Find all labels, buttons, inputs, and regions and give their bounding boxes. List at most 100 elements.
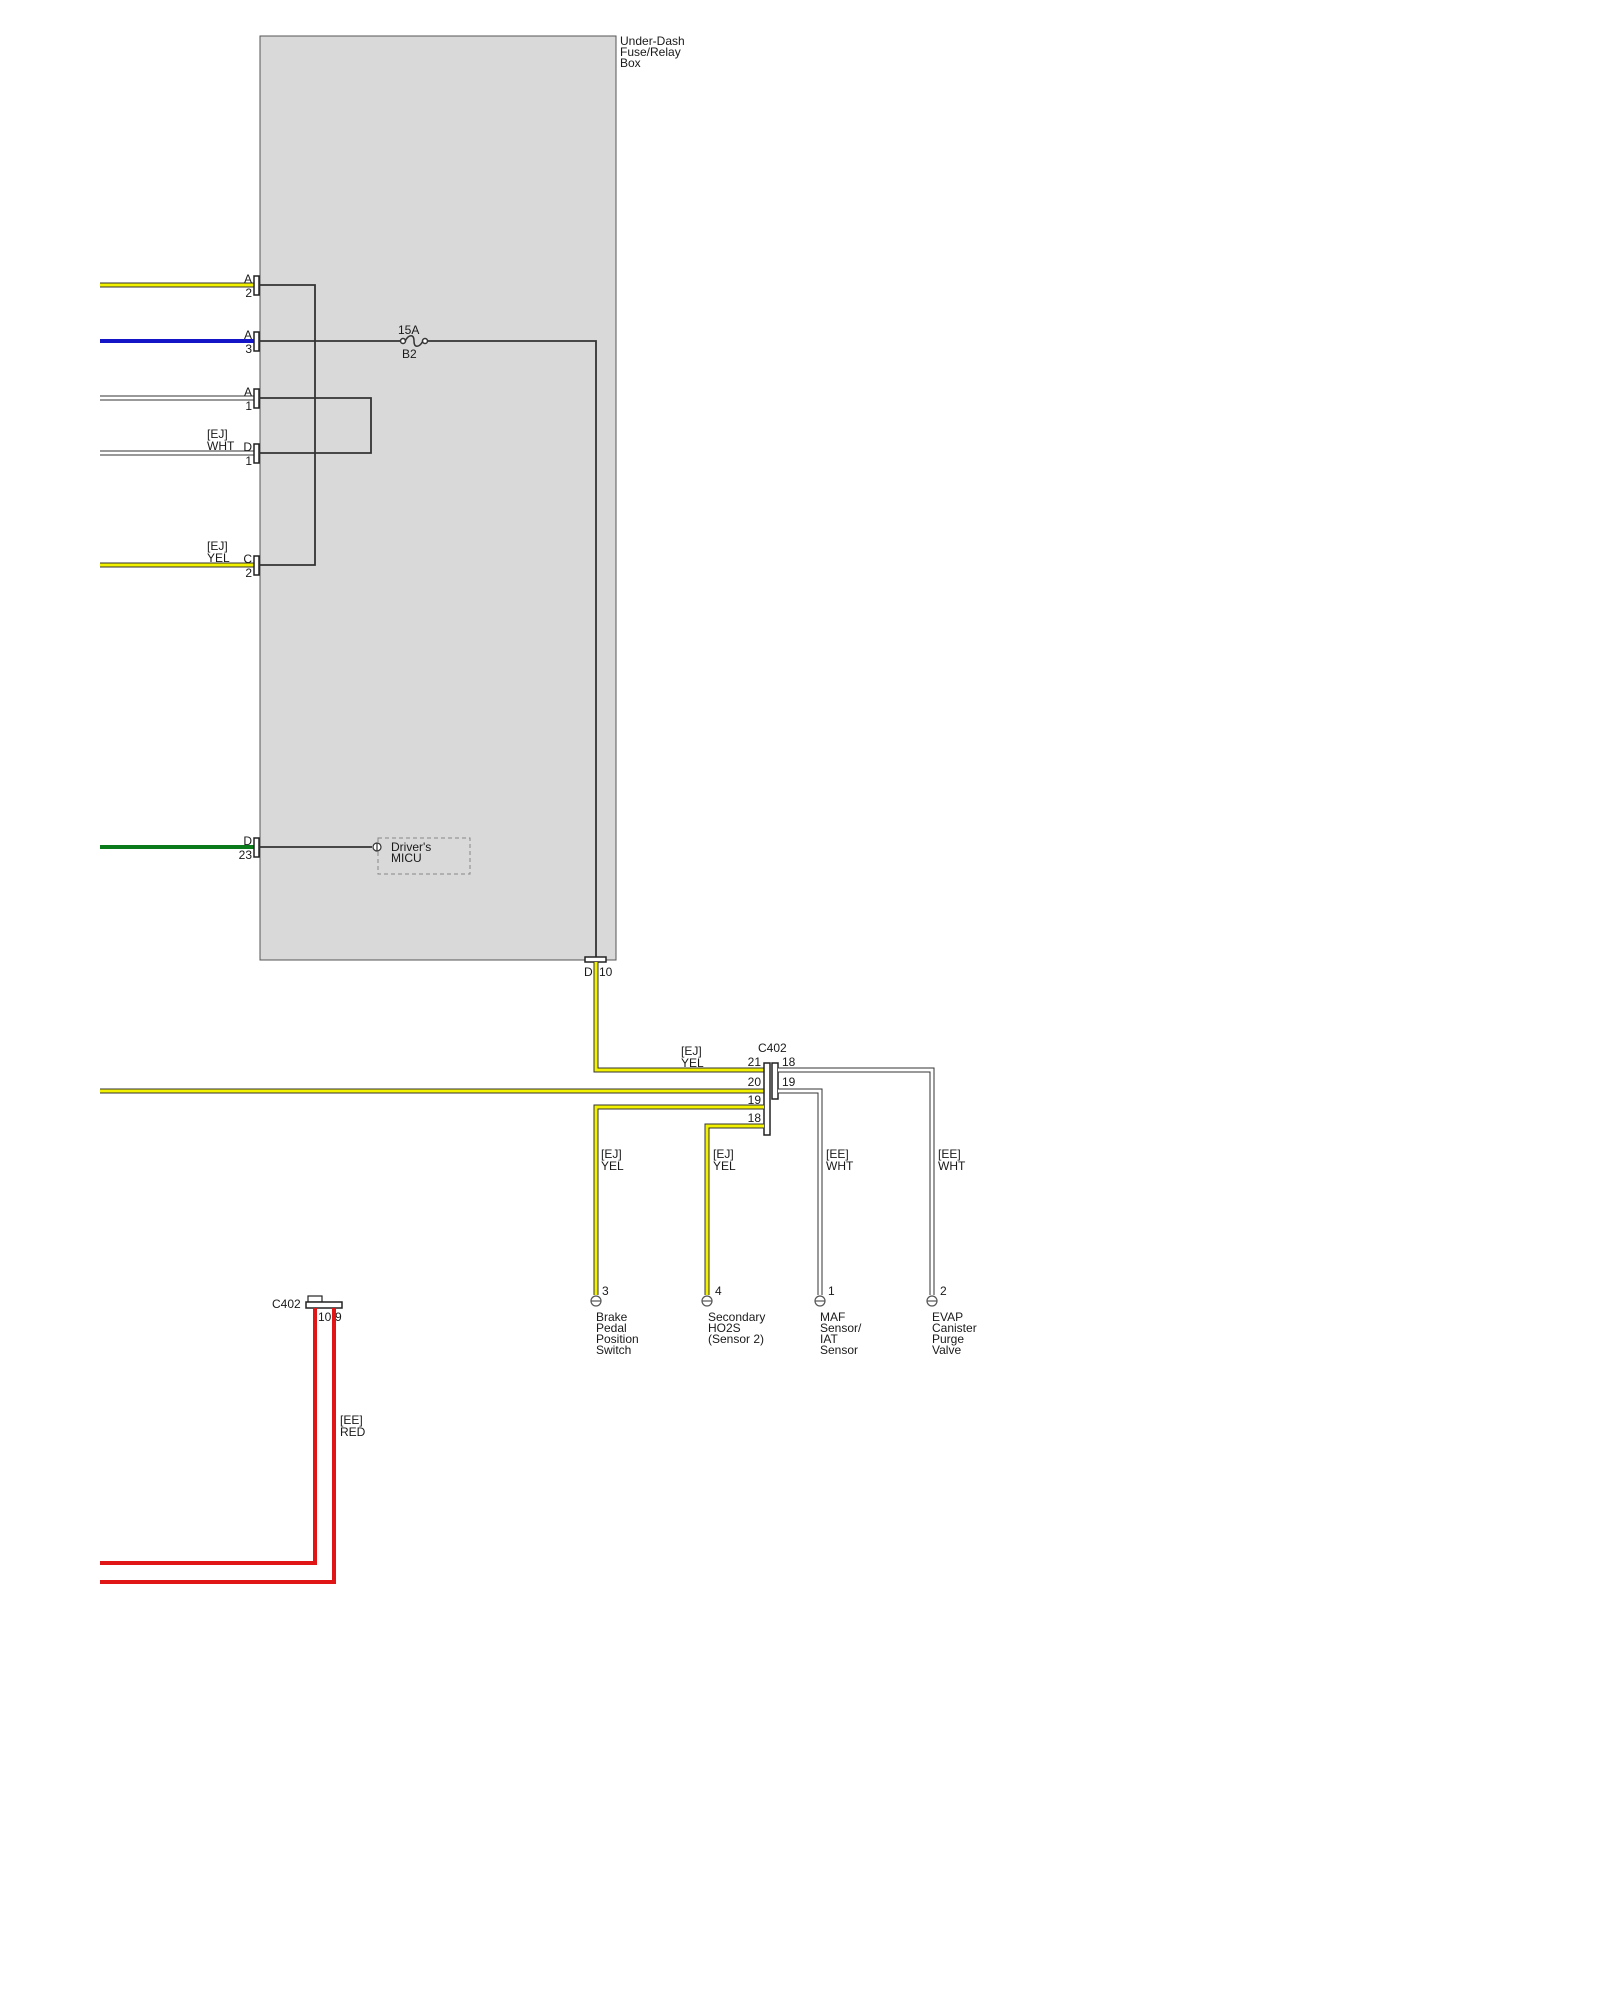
micu-box xyxy=(377,837,471,875)
evap-pin: 2 xyxy=(940,1284,947,1298)
connector-d1-code: [EJ] xyxy=(207,427,228,441)
fuse-id: B2 xyxy=(402,347,417,361)
fuse-b2: 15A B2 xyxy=(398,323,429,361)
brake-wire-color: YEL xyxy=(601,1159,624,1173)
connector-d23 xyxy=(253,837,260,858)
maf-label-4: Sensor xyxy=(820,1343,858,1357)
c402-upper-left-block xyxy=(763,1062,771,1136)
connector-c2-color: YEL xyxy=(207,551,230,565)
internal-fuse-to-d10 xyxy=(426,340,597,959)
brake-label-2: Pedal xyxy=(596,1321,627,1335)
internal-circuits xyxy=(259,284,597,959)
brake-wire-code: [EJ] xyxy=(601,1147,622,1161)
maf-label-2: Sensor/ xyxy=(820,1321,862,1335)
fuse-terminal-right xyxy=(421,337,429,345)
c402-lower-pin-9: 9 xyxy=(335,1310,342,1324)
c402-lower-name: C402 xyxy=(272,1297,301,1311)
evap-wire-code: [EE] xyxy=(938,1147,961,1161)
ho2s-pin: 4 xyxy=(715,1284,722,1298)
fuse-box-title-line-2: Fuse/Relay xyxy=(620,45,681,59)
connector-d1-color: WHT xyxy=(207,439,235,453)
c402-left-pin-20: 20 xyxy=(748,1075,762,1089)
c402-lower-pin-10: 10 xyxy=(318,1310,332,1324)
brake-label-1: Brake xyxy=(596,1310,628,1324)
brake-pin: 3 xyxy=(602,1284,609,1298)
ho2s-wire-color: YEL xyxy=(713,1159,736,1173)
micu-label-line-2: MICU xyxy=(391,851,422,865)
wire-d10-color: YEL xyxy=(681,1056,704,1070)
micu-label-line-1: Driver's xyxy=(391,840,431,854)
evap-label-2: Canister xyxy=(932,1321,977,1335)
connector-d1-letter: D xyxy=(243,440,252,454)
connector-a3-pin: 3 xyxy=(245,342,252,356)
maf-wire-code: [EE] xyxy=(826,1147,849,1161)
connector-d10-marker xyxy=(584,956,607,963)
c402-left-pin-21: 21 xyxy=(748,1055,762,1069)
c402-upper-connector: C402 21 20 19 18 18 19 xyxy=(748,1041,796,1136)
fuse-box-title-line-3: Box xyxy=(620,56,641,70)
fuse-rating: 15A xyxy=(398,323,419,337)
connector-c2 xyxy=(253,555,260,576)
connector-a2-letter: A xyxy=(244,272,252,286)
c402-lower-block xyxy=(305,1301,343,1309)
connector-a2 xyxy=(253,275,260,296)
left-input-wires xyxy=(100,282,256,849)
branch-wire-labels: [EJ] YEL [EJ] YEL [EE] WHT [EE] WHT xyxy=(601,1147,966,1173)
c402-left-pin-19: 19 xyxy=(748,1093,762,1107)
evap-label-4: Valve xyxy=(932,1343,961,1357)
connector-c2-pin: 2 xyxy=(245,566,252,580)
red-wires: [EE] RED xyxy=(100,1308,366,1584)
component-secondary-ho2s: 4 Secondary HO2S (Sensor 2) xyxy=(701,1284,765,1346)
maf-label-1: MAF xyxy=(820,1310,845,1324)
c402-right-pin-18: 18 xyxy=(782,1055,796,1069)
connector-a3 xyxy=(253,331,260,352)
ho2s-wire-code: [EJ] xyxy=(713,1147,734,1161)
connector-c2-code: [EJ] xyxy=(207,539,228,553)
red-wire-code: [EE] xyxy=(340,1413,363,1427)
connector-d10-pin: 10 xyxy=(599,965,613,979)
maf-pin: 1 xyxy=(828,1284,835,1298)
connector-a2-pin: 2 xyxy=(245,286,252,300)
brake-label-4: Switch xyxy=(596,1343,631,1357)
component-maf-iat-sensor: 1 MAF Sensor/ IAT Sensor xyxy=(814,1284,862,1357)
c402-right-pin-19: 19 xyxy=(782,1075,796,1089)
evap-label-3: Purge xyxy=(932,1332,964,1346)
fuse-terminal-left xyxy=(399,337,407,345)
red-wire-color: RED xyxy=(340,1425,366,1439)
evap-wire-color: WHT xyxy=(938,1159,966,1173)
fuse-icon xyxy=(404,335,424,347)
maf-wire-color: WHT xyxy=(826,1159,854,1173)
connector-d23-pin: 23 xyxy=(239,848,253,862)
c402-upper-name: C402 xyxy=(758,1041,787,1055)
evap-label-1: EVAP xyxy=(932,1310,963,1324)
internal-a1-d1-loop xyxy=(259,397,372,454)
connector-a1-pin: 1 xyxy=(245,399,252,413)
connector-d10-letter: D xyxy=(584,965,593,979)
connector-a1 xyxy=(253,388,260,409)
fuse-box-body xyxy=(259,35,617,961)
c402-lower-tab xyxy=(307,1295,323,1303)
connector-c2-letter: C xyxy=(243,552,252,566)
fuse-box-title-line-1: Under-Dash xyxy=(620,34,685,48)
component-brake-pedal-position-switch: 3 Brake Pedal Position Switch xyxy=(590,1284,639,1357)
drivers-micu: Driver's MICU xyxy=(372,837,471,875)
component-evap-canister-purge-valve: 2 EVAP Canister Purge Valve xyxy=(926,1284,977,1357)
under-dash-fuse-relay-box: Under-Dash Fuse/Relay Box xyxy=(259,34,685,961)
connector-d23-letter: D xyxy=(243,834,252,848)
wire-d10-to-c402: [EJ] YEL xyxy=(593,962,764,1073)
ho2s-label-2: HO2S xyxy=(708,1321,741,1335)
connector-a3-letter: A xyxy=(244,328,252,342)
ho2s-label-1: Secondary xyxy=(708,1310,765,1324)
wire-d10-code: [EJ] xyxy=(681,1044,702,1058)
c402-upper-right-block xyxy=(771,1062,779,1100)
brake-label-3: Position xyxy=(596,1332,639,1346)
ho2s-label-3: (Sensor 2) xyxy=(708,1332,764,1346)
connector-d1 xyxy=(253,443,260,464)
branch-wires xyxy=(593,1067,935,1295)
internal-a2-c2-bus xyxy=(259,284,316,566)
c402-left-pin-18: 18 xyxy=(748,1111,762,1125)
maf-label-3: IAT xyxy=(820,1332,838,1346)
c402-lower-connector: C402 10 9 xyxy=(272,1295,343,1324)
fuse-box-connectors: A 2 A 3 A 1 [EJ] WHT D 1 [EJ] YEL C 2 D … xyxy=(207,272,260,862)
